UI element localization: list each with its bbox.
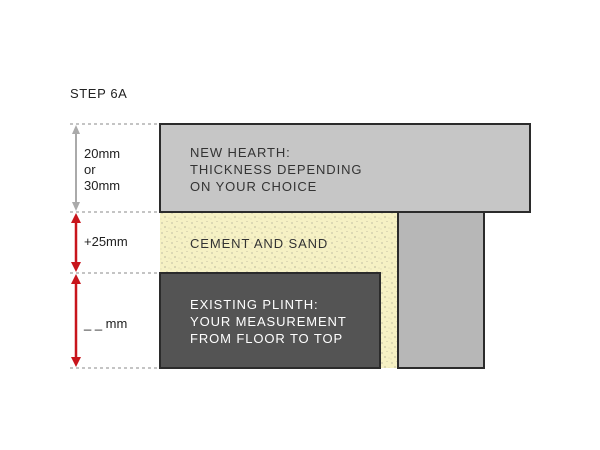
plinth-label-line-2: YOUR MEASUREMENT <box>190 314 347 329</box>
hearth-label-line-2: THICKNESS DEPENDING <box>190 162 363 177</box>
hearth-label-line-3: ON YOUR CHOICE <box>190 179 318 194</box>
step-title: STEP 6A <box>70 86 128 101</box>
cement-sand-texture <box>160 212 398 368</box>
new-hearth-block <box>159 123 531 213</box>
plinth-label-line-3: FROM FLOOR TO TOP <box>190 331 344 346</box>
support-wall <box>397 211 485 369</box>
reference-lines <box>70 123 160 369</box>
cement-sand-layer <box>160 212 398 368</box>
hearth-dimension-line-1: 20mm <box>84 146 121 161</box>
hearth-dimension-line-2: or <box>84 162 96 177</box>
plinth-label: EXISTING PLINTH: YOUR MEASUREMENT FROM F… <box>190 296 347 347</box>
plinth-dimension-arrow <box>71 274 81 367</box>
hearth-dimension-label: 20mm or 30mm <box>84 146 120 194</box>
cement-dimension-arrow <box>71 213 81 272</box>
cement-dimension-label: +25mm <box>84 234 128 249</box>
hearth-dimension-line-3: 30mm <box>84 178 121 193</box>
existing-plinth-block <box>159 272 381 369</box>
hearth-label: NEW HEARTH: THICKNESS DEPENDING ON YOUR … <box>190 144 362 195</box>
cement-sand-label: CEMENT AND SAND <box>190 236 329 251</box>
plinth-label-line-1: EXISTING PLINTH: <box>190 297 319 312</box>
plinth-dimension-label: _ _ mm <box>84 316 128 331</box>
hearth-label-line-1: NEW HEARTH: <box>190 145 291 160</box>
hearth-dimension-arrow <box>72 125 80 211</box>
